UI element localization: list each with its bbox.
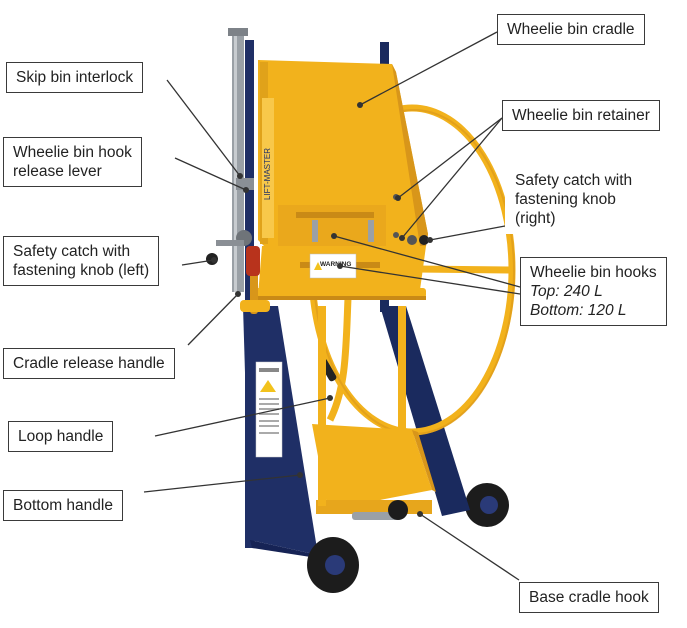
label-cradle-release-handle: Cradle release handle (3, 348, 175, 379)
mast (232, 30, 244, 292)
label-skip-bin-interlock: Skip bin interlock (6, 62, 144, 93)
wheelie-bin-hooks-top (296, 212, 374, 218)
label-wheelie-bin-retainer: Wheelie bin retainer (502, 100, 660, 131)
warning-text: WARNING (320, 261, 351, 268)
brand-text: LIFT-MASTER (263, 148, 272, 200)
label-safety-catch-right: Safety catch with fastening knob (right) (505, 165, 643, 234)
left-knob (206, 253, 218, 265)
label-loop-handle: Loop handle (8, 421, 114, 452)
label-base-cradle-hook: Base cradle hook (519, 582, 659, 613)
wheelie-bin-cradle (258, 60, 428, 246)
label-wheelie-bin-hooks: Wheelie bin hooks Top: 240 L Bottom: 120… (520, 257, 667, 326)
label-wheelie-bin-cradle: Wheelie bin cradle (497, 14, 645, 45)
label-safety-catch-left: Safety catch with fastening knob (left) (3, 236, 160, 286)
label-wheelie-bin-hook-release-lever: Wheelie bin hook release lever (3, 137, 142, 187)
front-wheel (307, 537, 359, 593)
rear-wheel (465, 483, 509, 527)
frame-left-upright (245, 40, 254, 548)
base-cradle-hook (352, 500, 408, 520)
frame-decal (255, 361, 283, 458)
cradle-release-handle (240, 246, 270, 314)
label-bottom-handle: Bottom handle (3, 490, 123, 521)
